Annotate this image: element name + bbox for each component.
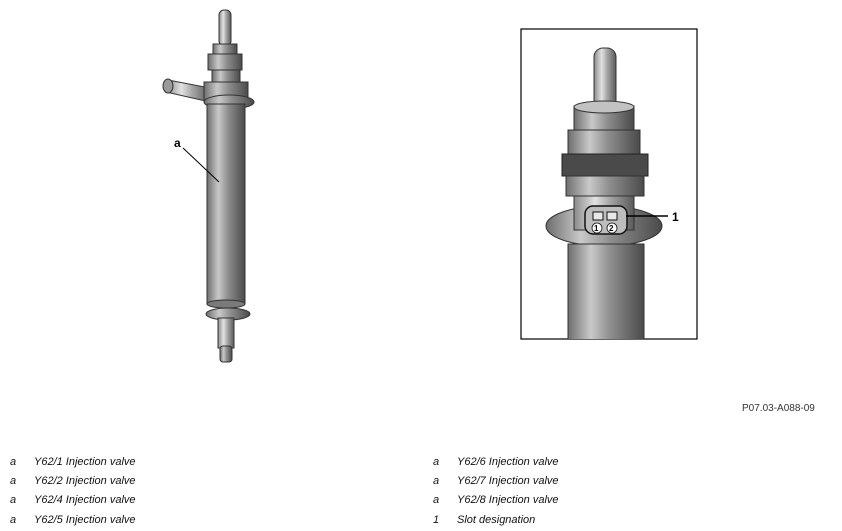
legend-item: a Y62/5 Injection valve xyxy=(10,510,136,529)
legend-item: a Y62/6 Injection valve xyxy=(433,452,559,471)
legend-key: a xyxy=(433,494,440,507)
legend-item: a Y62/1 Injection valve xyxy=(10,452,136,471)
illustration-canvas: a 1 2 1 xyxy=(162,9,698,363)
detail-view: 1 2 xyxy=(520,28,698,340)
legend-text: Y62/4 Injection valve xyxy=(34,494,136,507)
callout-label-a: a xyxy=(174,136,181,150)
legend-item: a Y62/2 Injection valve xyxy=(10,471,136,490)
legend-text: Y62/5 Injection valve xyxy=(34,513,136,526)
callout-label-1: 1 xyxy=(672,210,679,224)
legend-text: Y62/1 Injection valve xyxy=(34,455,136,468)
legend-key: a xyxy=(10,513,17,526)
legend-key: a xyxy=(433,455,440,468)
legend-text: Y62/7 Injection valve xyxy=(457,474,559,487)
legend-item: a Y62/8 Injection valve xyxy=(433,491,559,510)
legend-text: Y62/8 Injection valve xyxy=(457,494,559,507)
legend-text: Slot designation xyxy=(457,513,536,526)
legend-item: a Y62/4 Injection valve xyxy=(10,491,136,510)
legend-text: Y62/2 Injection valve xyxy=(34,474,136,487)
legend-key: a xyxy=(10,474,17,487)
legend-item: 1 Slot designation xyxy=(433,510,559,529)
legend-key: 1 xyxy=(433,513,440,526)
injector-drawing xyxy=(162,9,255,363)
legend-item: a Y62/7 Injection valve xyxy=(433,471,559,490)
legend-key: a xyxy=(10,455,17,468)
figure-code: P07.03-A088-09 xyxy=(742,403,815,414)
legend-key: a xyxy=(10,494,17,507)
pin-2-label: 2 xyxy=(609,224,614,233)
legend-key: a xyxy=(433,474,440,487)
pin-1-label: 1 xyxy=(594,224,599,233)
callout-line-a xyxy=(182,147,220,183)
connector-socket xyxy=(584,205,628,235)
legend-text: Y62/6 Injection valve xyxy=(457,455,559,468)
